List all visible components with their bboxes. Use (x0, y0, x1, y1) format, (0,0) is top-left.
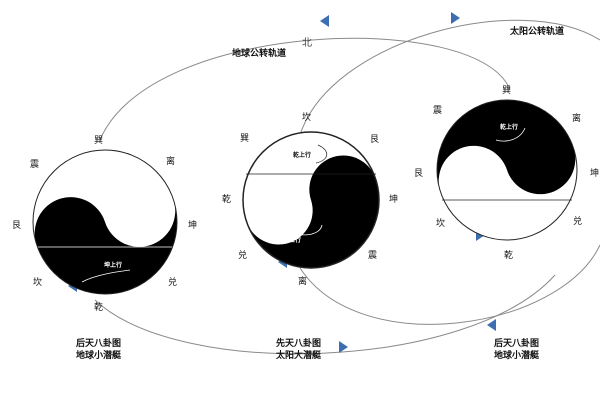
yin-yang-left (32, 149, 178, 295)
center-trigram-lower-right: 震 (368, 250, 377, 261)
center-caption-line2: 太阳大潜艇 (275, 349, 322, 361)
left-trigram-upper-left: 震 (30, 159, 39, 170)
center-inner-bottom-label: 坤上行 (283, 236, 301, 244)
orbit-arrow-top-right (451, 12, 460, 24)
earth-orbit-label: 地球公转轨道 (232, 47, 286, 59)
right-trigram-right: 坤 (590, 167, 599, 179)
right-trigram-bottom: 乾 (504, 249, 513, 261)
right-caption-line2: 地球小潜艇 (494, 349, 540, 361)
yin-yang-right (436, 99, 578, 241)
left-caption-line2: 地球小潜艇 (76, 349, 122, 361)
left-trigram-lower-left: 坎 (33, 276, 42, 288)
left-trigram-top: 巽 (94, 135, 103, 146)
right-trigram-left: 艮 (414, 168, 423, 179)
center-trigram-upper-right: 艮 (370, 134, 379, 145)
right-trigram-upper-left: 震 (433, 105, 442, 116)
sun-orbit-upper (299, 19, 600, 136)
center-caption-line1: 先天八卦图 (276, 337, 321, 349)
left-trigram-lower-right: 兑 (168, 276, 177, 288)
center-inner-top-label: 乾上行 (293, 151, 311, 159)
orbit-arrow-top-left (320, 15, 329, 27)
right-trigram-lower-left: 坎 (436, 217, 445, 229)
sun-orbit-lower (299, 244, 600, 325)
orbit-arrow-bottom-right (487, 319, 496, 331)
center-trigram-left: 乾 (222, 193, 231, 205)
left-inner-label: 坤上行 (104, 261, 122, 269)
center-trigram-top: 坎 (302, 111, 311, 123)
right-trigram-top: 巽 (502, 85, 511, 96)
earth-orbit-upper (99, 37, 511, 141)
center-trigram-right: 坤 (389, 193, 398, 205)
left-trigram-upper-right: 离 (166, 155, 175, 167)
left-trigram-left: 艮 (12, 220, 21, 231)
yin-yang-center (242, 131, 380, 269)
left-caption-line1: 后天八卦图 (76, 337, 121, 349)
center-trigram-lower-left: 兑 (238, 249, 247, 261)
sun-orbit-label: 太阳公转轨道 (509, 25, 564, 37)
earth-orbit-lower (94, 274, 556, 355)
right-trigram-upper-right: 离 (572, 112, 581, 124)
right-caption-line1: 后天八卦图 (494, 337, 539, 349)
orbit-arrow-bottom-center (339, 341, 348, 353)
center-trigram-bottom: 离 (298, 275, 307, 287)
right-trigram-lower-right: 兑 (573, 215, 582, 227)
right-inner-label: 乾上行 (500, 123, 518, 131)
left-trigram-bottom: 乾 (94, 301, 103, 313)
left-trigram-right: 坤 (188, 219, 197, 231)
center-trigram-upper-left: 巽 (240, 133, 249, 144)
north-label: 北 (302, 37, 312, 49)
